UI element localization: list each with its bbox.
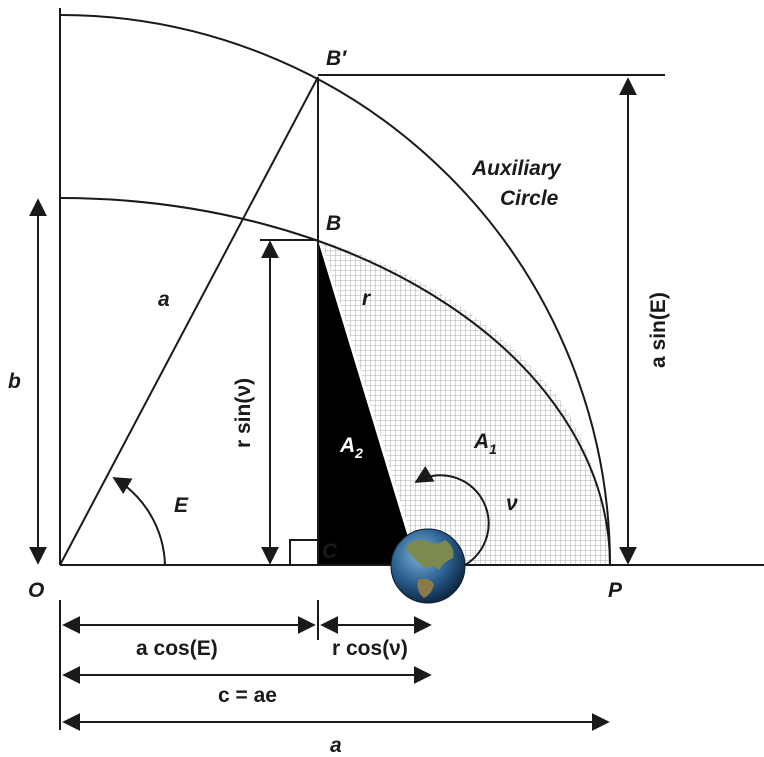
label-angle-nu: ν (506, 492, 518, 515)
ellipse-arc (59, 197, 611, 566)
angle-nu-arc (414, 466, 490, 566)
label-c: C (322, 540, 338, 563)
label-a-cos-e: a cos(E) (136, 637, 218, 660)
label-angle-e: E (174, 494, 189, 517)
label-r-sin-nu: r sin(ν) (232, 378, 255, 448)
label-origin: O (28, 579, 44, 602)
r-vector-line (318, 241, 420, 566)
auxiliary-circle-arc (59, 14, 611, 566)
auxiliary-circle-label-line2: Circle (500, 187, 559, 210)
area-a1 (318, 240, 610, 565)
label-b: B (326, 212, 341, 235)
earth-globe-icon (390, 528, 466, 604)
label-a-sin-e: a sin(E) (647, 292, 670, 368)
angle-e-arc (112, 477, 166, 566)
label-b-semi-minor: b (8, 370, 21, 393)
label-a-major: a (330, 734, 342, 757)
auxiliary-circle-label-line1: Auxiliary (471, 157, 562, 180)
label-b-prime: B′ (326, 47, 347, 70)
label-periapsis: P (608, 579, 623, 602)
label-c-eq-ae: c = ae (218, 684, 277, 707)
label-r-cos-nu: r cos(ν) (332, 637, 408, 660)
radius-a-line (59, 76, 319, 566)
right-angle-mark (289, 539, 318, 565)
label-a-radius: a (158, 288, 170, 311)
label-a1: A1 (473, 430, 497, 457)
label-r-vector: r (362, 287, 372, 310)
label-a2: A2 (339, 434, 363, 461)
